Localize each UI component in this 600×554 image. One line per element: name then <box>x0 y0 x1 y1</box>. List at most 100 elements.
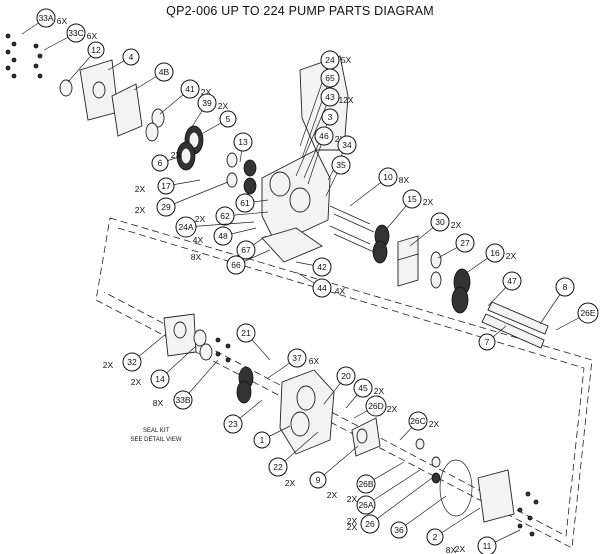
callout-bubble <box>408 411 428 431</box>
callout-quantity: 2X <box>506 251 517 261</box>
callout-label: 16 <box>490 248 500 258</box>
callout-66: 66 <box>226 249 271 275</box>
leader-line <box>295 96 331 177</box>
seal-kit-note-line-1: SEAL KIT <box>143 428 169 434</box>
callout-26e: 26E <box>555 302 599 331</box>
callout-bubble <box>321 108 339 126</box>
callout-label: 34 <box>342 140 352 150</box>
callout-quantity: 4X <box>335 286 346 296</box>
callout-quantity: 2X <box>374 386 385 396</box>
leader-line <box>369 477 433 525</box>
callout-quantity: 2X <box>135 205 146 215</box>
callout-bubble <box>356 474 376 494</box>
callout-label: 32 <box>127 357 137 367</box>
callout-bubble <box>156 197 176 217</box>
callout-4: 4 <box>107 48 140 71</box>
callout-label: 41 <box>185 84 195 94</box>
gasket-4b <box>111 83 143 137</box>
callout-quantity: 8X <box>446 545 457 554</box>
bolt-set-10 <box>329 205 375 253</box>
callout-label: 20 <box>341 371 351 381</box>
callout-label: 35 <box>336 160 346 170</box>
callout-bubble <box>365 395 387 417</box>
callout-quantity: 2X <box>285 478 296 488</box>
assembly-frame <box>95 217 593 549</box>
callout-label: 23 <box>228 419 238 429</box>
callout-23: 23 <box>223 399 263 434</box>
lower-assembly <box>163 313 539 537</box>
callout-label: 6 <box>158 158 163 168</box>
callout-bubble <box>36 8 56 28</box>
callout-bubble <box>87 41 105 59</box>
callout-label: 8 <box>563 282 568 292</box>
callout-bubble <box>426 528 444 546</box>
screw-set-33b <box>215 337 231 363</box>
callout-bubble <box>122 352 142 372</box>
leader-line <box>398 495 447 531</box>
leader-line <box>434 507 481 538</box>
callout-label: 26E <box>580 308 595 318</box>
callout-label: 42 <box>317 262 327 272</box>
callout-label: 65 <box>325 73 335 83</box>
diagram-title: QP2-006 UP TO 224 PUMP PARTS DIAGRAM <box>166 4 434 18</box>
callout-21: 21 <box>236 323 271 361</box>
callout-bubble <box>314 126 334 146</box>
callout-quantity: 5X <box>341 55 352 65</box>
callout-bubble <box>402 189 422 209</box>
callout-bubble <box>253 431 271 449</box>
callout-bubble <box>226 255 246 275</box>
callout-quantity: 2X <box>195 214 206 224</box>
callout-44: 44 4X <box>295 271 346 298</box>
callout-label: 26D <box>368 401 384 411</box>
callout-bubble <box>320 87 340 107</box>
callout-label: 61 <box>240 198 250 208</box>
callout-bubble <box>430 212 450 232</box>
callout-label: 24 <box>325 55 335 65</box>
callout-quantity: 6X <box>309 356 320 366</box>
callout-label: 29 <box>161 202 171 212</box>
callout-quantity: 2X <box>131 377 142 387</box>
callout-bubble <box>336 366 356 386</box>
callout-label: 36 <box>394 525 404 535</box>
callout-bubble <box>485 243 505 263</box>
callout-label: 3 <box>328 112 333 122</box>
callout-20: 20 <box>323 366 356 405</box>
callout-quantity: 2X <box>347 494 358 504</box>
callout-quantity: 6X <box>57 16 68 26</box>
callout-bubble <box>150 369 170 389</box>
callout-bubble <box>455 233 475 253</box>
seal-kit-note-line-2: SEE DETAIL VIEW <box>130 437 181 443</box>
callout-bubble <box>478 333 496 351</box>
callout-bubble <box>180 79 200 99</box>
callout-bubble <box>577 302 599 324</box>
callout-5: 5 <box>197 110 237 137</box>
callout-label: 44 <box>317 283 327 293</box>
callout-label: 7 <box>485 337 490 347</box>
callout-quantity: 2X <box>218 101 229 111</box>
callout-bubble <box>236 323 256 343</box>
callout-bubble <box>151 154 169 172</box>
callout-bubble <box>353 378 373 398</box>
callout-quantity: 4X <box>193 235 204 245</box>
callout-label: 24A <box>178 222 193 232</box>
leader-line <box>185 221 255 228</box>
callout-label: 66 <box>231 260 241 270</box>
callout-bubble <box>337 135 357 155</box>
upper-assembly <box>5 33 549 349</box>
callout-bubble <box>219 110 237 128</box>
leader-line <box>365 469 421 506</box>
callout-bubble <box>233 132 253 152</box>
